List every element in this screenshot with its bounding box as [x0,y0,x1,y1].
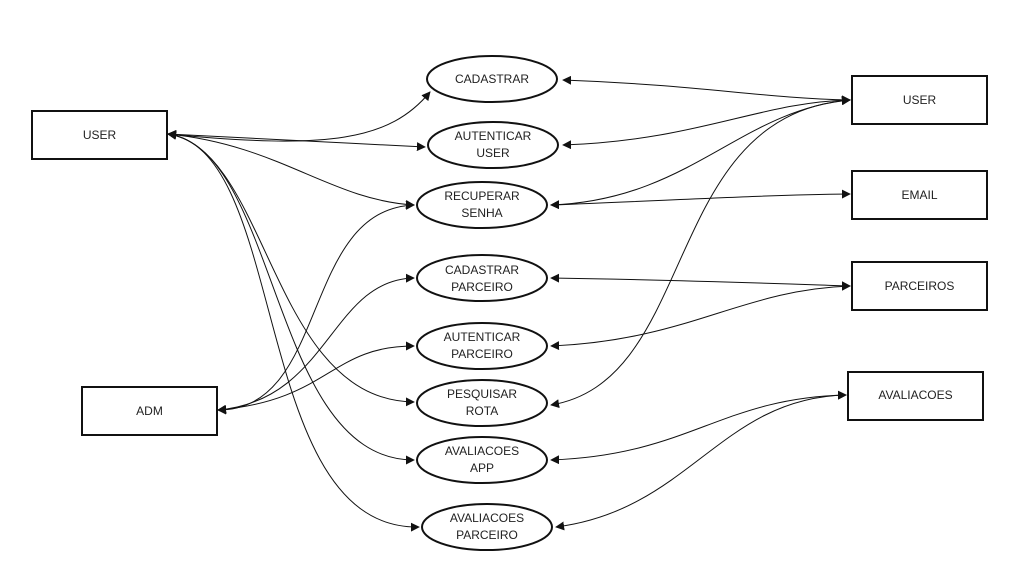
connectors [167,75,851,532]
usecase-autenticar-parceiro-line2: PARCEIRO [451,347,513,361]
usecase-autenticar-user[interactable]: AUTENTICAR USER [427,121,559,169]
edge-adm-cadastrar-parceiro [217,273,415,414]
usecase-avaliacoes-parceiro-line1: AVALIACOES [450,511,524,525]
usecase-avaliacoes-parceiro-line2: PARCEIRO [456,528,518,542]
usecase-pesquisar-rota-line2: ROTA [466,404,498,418]
usecase-autenticar-user-line1: AUTENTICAR [455,129,532,143]
actor-user-left-label: USER [83,128,117,142]
edge-cadastrar-userright [562,75,851,105]
usecase-cadastrar[interactable]: CADASTRAR [426,55,558,103]
edge-adm-autenticar-parceiro [217,341,415,414]
edge-user-cadastrar [167,91,431,142]
usecase-avaliacoes-app-line2: APP [470,461,494,475]
usecase-recuperar-senha[interactable]: RECUPERAR SENHA [416,181,548,229]
actor-adm[interactable]: ADM [81,386,218,436]
usecase-recuperar-senha-line1: RECUPERAR [444,189,520,203]
edge-user-autenticar-user [167,129,426,152]
edge-autenticar-parceiro-parceiros [550,281,851,351]
actor-parceiros-label: PARCEIROS [885,279,955,293]
edge-pesquisar-rota-userright [550,96,851,409]
actor-email-label: EMAIL [901,188,937,202]
usecase-autenticar-parceiro[interactable]: AUTENTICAR PARCEIRO [416,322,548,370]
usecase-cadastrar-label: CADASTRAR [455,72,529,86]
usecase-autenticar-parceiro-line1: AUTENTICAR [444,330,521,344]
usecase-avaliacoes-parceiro[interactable]: AVALIACOES PARCEIRO [421,503,553,551]
actor-avaliacoes[interactable]: AVALIACOES [847,371,984,421]
usecase-pesquisar-rota-line1: PESQUISAR [447,387,517,401]
edge-avaliacoes-app-avaliacoes [550,390,847,465]
actor-adm-label: ADM [136,404,163,418]
usecase-pesquisar-rota[interactable]: PESQUISAR ROTA [416,379,548,427]
actor-user-right-label: USER [903,93,937,107]
usecase-avaliacoes-app[interactable]: AVALIACOES APP [416,436,548,484]
actor-parceiros[interactable]: PARCEIROS [851,261,988,311]
actor-email[interactable]: EMAIL [851,170,988,220]
edge-user-avaliacoes-parceiro [167,130,420,532]
actor-user-right[interactable]: USER [851,75,988,125]
actor-avaliacoes-label: AVALIACOES [878,388,952,402]
usecase-cadastrar-parceiro[interactable]: CADASTRAR PARCEIRO [416,254,548,302]
usecase-cadastrar-parceiro-line1: CADASTRAR [445,263,519,277]
usecase-avaliacoes-app-line1: AVALIACOES [445,444,519,458]
edge-cadastrar-parceiro-parceiros [550,273,851,291]
actor-user-left[interactable]: USER [31,110,168,160]
usecase-recuperar-senha-line2: SENHA [461,206,502,220]
usecase-autenticar-user-line2: USER [476,146,510,160]
usecase-cadastrar-parceiro-line2: PARCEIRO [451,280,513,294]
edge-avaliacoes-parceiro-avaliacoes [555,390,847,531]
edge-recuperar-senha-email [550,189,851,210]
edge-recuperar-senha-userright [550,96,851,210]
edge-autenticar-user-userright [562,95,851,150]
